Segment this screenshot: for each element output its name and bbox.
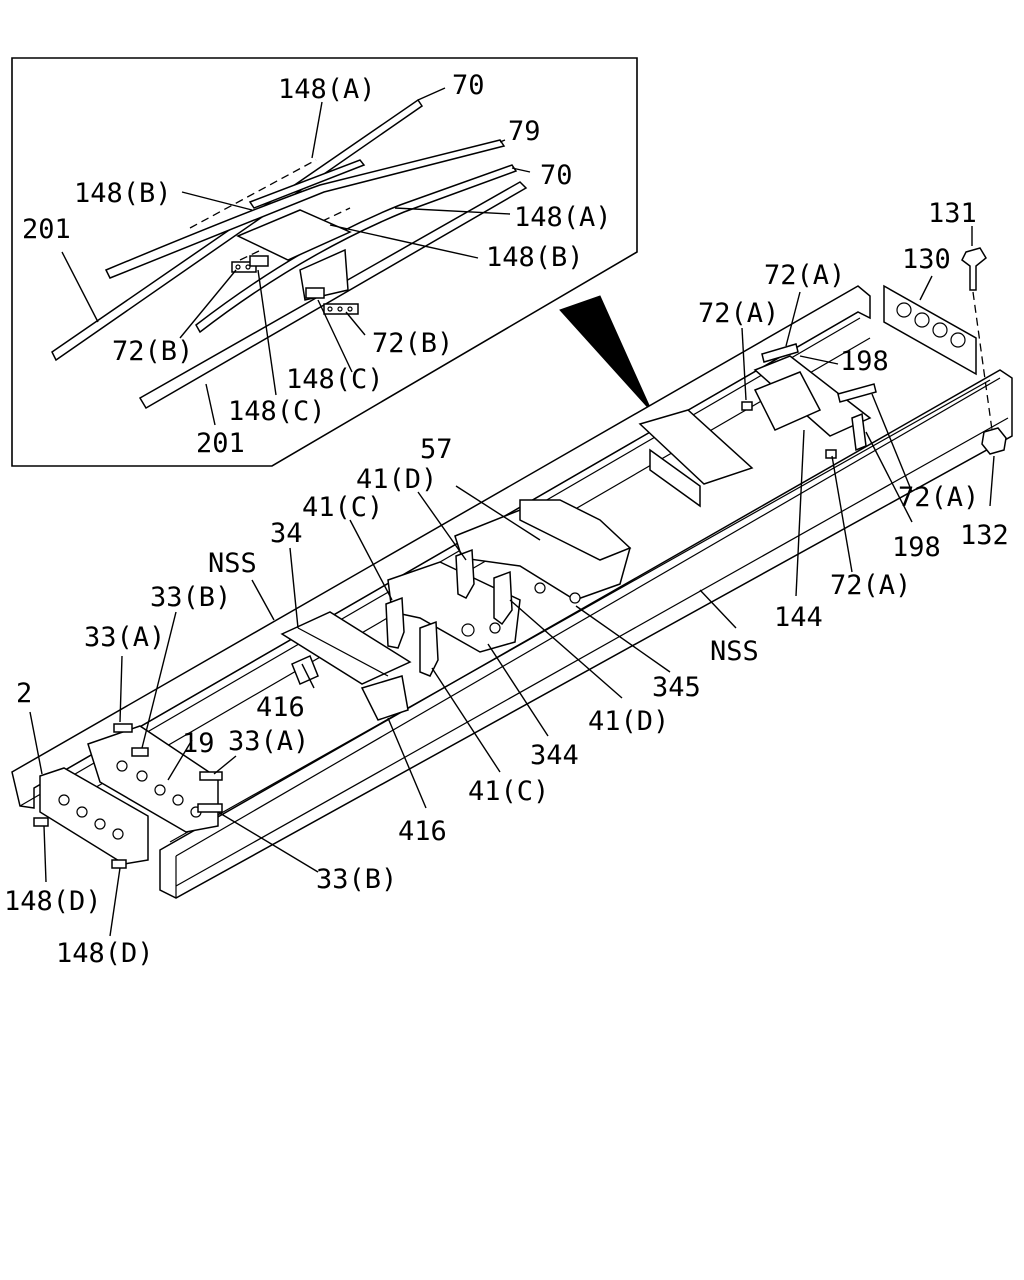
crossmember-34 xyxy=(280,611,412,685)
plate-33a-mid xyxy=(199,771,223,781)
label-416-low: 416 xyxy=(398,816,447,847)
bracket-198-lower xyxy=(851,412,867,452)
callout-labels: 148(A) 70 79 70 148(B) 148(A) 201 148(B)… xyxy=(4,70,1009,969)
nut-132 xyxy=(981,427,1007,455)
detail-inset xyxy=(11,57,638,467)
label-144: 144 xyxy=(774,602,823,633)
label-nss-right: NSS xyxy=(710,636,759,667)
bracket-41d-lower xyxy=(493,570,513,626)
plate-72a-top xyxy=(761,343,799,363)
side-rail-right xyxy=(159,369,1013,899)
label-inset-201-top: 201 xyxy=(22,214,71,245)
plate-33b-low xyxy=(197,803,223,813)
label-inset-148a-top: 148(A) xyxy=(278,74,376,105)
bracket-41c-upper xyxy=(385,596,405,649)
inset-plate-72b-left xyxy=(231,261,257,273)
inset-dash-1 xyxy=(189,159,317,229)
label-33b-low: 33(B) xyxy=(316,864,397,895)
label-131: 131 xyxy=(928,198,977,229)
inset-side-rail-lower xyxy=(138,181,528,410)
label-inset-72b-right: 72(B) xyxy=(372,328,453,359)
label-inset-148b-right: 148(B) xyxy=(486,242,584,273)
label-345: 345 xyxy=(652,672,701,703)
inset-plate-148c-mid xyxy=(249,255,269,267)
inset-side-rail-upper xyxy=(51,98,424,362)
plate-33b-top xyxy=(131,747,149,757)
inset-plate-148c-low xyxy=(305,287,325,299)
crossmember-middle xyxy=(638,409,754,485)
label-33b-top: 33(B) xyxy=(150,582,231,613)
label-41c-low: 41(C) xyxy=(468,776,549,807)
label-nss-left: NSS xyxy=(208,548,257,579)
label-inset-148c-low: 148(C) xyxy=(228,396,326,427)
label-344: 344 xyxy=(530,740,579,771)
label-130: 130 xyxy=(902,244,951,275)
crossmember-130 xyxy=(883,284,977,376)
label-41d-top: 41(D) xyxy=(356,464,437,495)
label-34: 34 xyxy=(270,518,303,549)
label-inset-79: 79 xyxy=(508,116,541,147)
label-33a-mid: 33(A) xyxy=(228,726,309,757)
inset-strip-70 xyxy=(195,164,518,334)
plate-72a-left xyxy=(741,401,753,411)
label-19: 19 xyxy=(182,728,215,759)
bracket-198-upper xyxy=(753,371,822,431)
inset-strip-148a xyxy=(248,159,366,209)
label-41d-low: 41(D) xyxy=(588,706,669,737)
label-148d-low: 148(D) xyxy=(56,938,154,969)
bracket-41d-upper xyxy=(455,548,475,599)
crossmember-345 xyxy=(519,499,632,561)
label-72a-1: 72(A) xyxy=(764,260,845,291)
label-132: 132 xyxy=(960,520,1009,551)
label-inset-148c-mid: 148(C) xyxy=(286,364,384,395)
label-inset-148b-left: 148(B) xyxy=(74,178,172,209)
crossmember-2 xyxy=(39,767,149,865)
inset-border xyxy=(11,57,638,467)
label-inset-70-mid: 70 xyxy=(540,160,573,191)
main-frame xyxy=(11,226,1013,937)
inset-strip-79 xyxy=(104,139,506,279)
label-inset-72b-left: 72(B) xyxy=(112,336,193,367)
label-inset-148a-right: 148(A) xyxy=(514,202,612,233)
label-72a-3: 72(A) xyxy=(898,482,979,513)
label-57: 57 xyxy=(420,434,453,465)
label-inset-201-bottom: 201 xyxy=(196,428,245,459)
label-33a-top: 33(A) xyxy=(84,622,165,653)
crossmember-middle-web xyxy=(649,448,701,508)
bracket-41c-lower xyxy=(419,620,439,677)
label-198-2: 198 xyxy=(892,532,941,563)
bracket-416-lower xyxy=(360,675,409,721)
crossmember-19 xyxy=(87,725,219,833)
label-72a-2: 72(A) xyxy=(698,298,779,329)
inset-dash-2 xyxy=(239,207,351,261)
plate-33a-top xyxy=(113,723,133,733)
plate-72a-low xyxy=(825,449,837,459)
label-416-top: 416 xyxy=(256,692,305,723)
plate-148d-left xyxy=(33,817,49,827)
inset-pointer xyxy=(559,295,653,413)
inset-cross-plate xyxy=(236,209,352,261)
label-2: 2 xyxy=(16,678,32,709)
label-41c-top: 41(C) xyxy=(302,492,383,523)
label-198-1: 198 xyxy=(840,346,889,377)
plate-148d-low xyxy=(111,859,127,869)
plate-72a-right xyxy=(837,383,877,403)
label-148d-left: 148(D) xyxy=(4,886,102,917)
bolt-131 xyxy=(961,247,987,291)
label-inset-70-top: 70 xyxy=(452,70,485,101)
label-72a-4: 72(A) xyxy=(830,570,911,601)
